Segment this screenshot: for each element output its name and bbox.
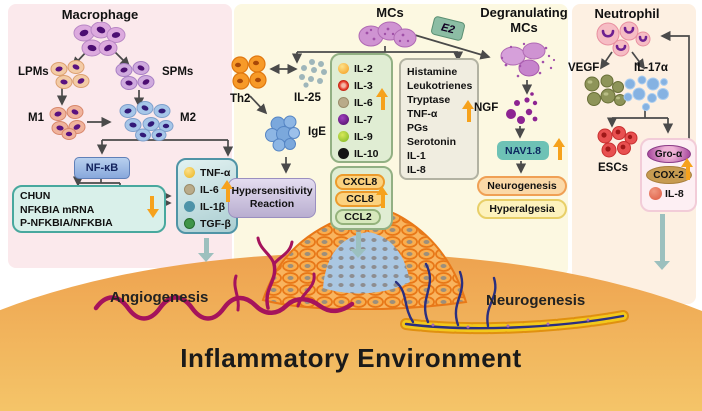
mcs-title: MCs [376,5,404,20]
neutrophil-cells-icon [596,21,651,57]
up-arrow-icon [553,138,566,162]
il17a-dots-icon [623,75,669,112]
neurogenesis-flow-label: Neurogenesis [486,292,586,309]
chun-nfkbia-box: CHUN NFKBIA mRNA P-NFKBIA/NFKBIA [12,185,166,233]
il3-dot-icon [338,80,349,91]
il2-dot-icon [338,63,349,74]
blood-vessel-illustration [93,236,355,321]
m1-cells-icon [49,105,86,140]
ngf-dots-icon [506,92,538,124]
il6-dot-icon [338,97,349,108]
ige-cells-icon [265,115,300,152]
m2-cells-icon [119,101,174,142]
il8-label: IL-8 [665,187,684,200]
degranulating-title-line2: MCs [510,20,538,35]
il7-label: IL-7 [354,113,373,126]
hyperalgesia-pill: Hyperalgesia [477,199,567,219]
nfkbia-mrna-line: NFKBIA mRNA [20,203,95,216]
tgfb-label: TGF-β [200,217,231,230]
cxcl8-pill: CXCL8 [335,173,385,190]
neurogenesis-pill: Neurogenesis [477,176,567,196]
th2-cells-icon [231,55,267,90]
mediator-il8: IL-8 [407,164,426,176]
angiogenesis-label: Angiogenesis [110,289,209,306]
lpm-cells-icon [50,60,90,89]
il9-dot-icon [338,131,349,142]
tnfa-dot-icon [184,167,195,178]
il25-label: IL-25 [294,92,321,104]
mediator-box: Histamine Leukotrienes Tryptase TNF-α PG… [399,58,479,180]
ngf-label: NGF [474,102,499,114]
il3-label: IL-3 [354,79,373,92]
up-arrow-icon [221,180,234,204]
chun-line: CHUN [20,190,51,202]
nfkb-box: NF-κB [74,157,130,179]
il10-dot-icon [338,148,349,159]
teal-down-arrow-icon [350,232,366,258]
il7-dot-icon [338,114,349,125]
il6-mc-label: IL-6 [354,96,373,109]
neutrophil-title: Neutrophil [594,6,660,21]
il9-label: IL-9 [354,130,373,143]
nerve-fiber-illustration [394,262,629,335]
il25-dots-icon [299,59,327,88]
gro-alpha-oval: Gro-α [646,145,691,163]
degranulating-title: Degranulating MCs [478,5,570,35]
mediator-tryptase: Tryptase [407,94,451,106]
ccl8-pill: CCL8 [335,191,385,207]
il8-dot-icon [649,187,662,200]
il10-label: IL-10 [354,147,379,160]
mediator-tnfa: TNF-α [407,108,438,120]
p-nfkbia-line: P-NFKBIA/NFKBIA [20,217,113,229]
interleukin-box: IL-2 IL-3 IL-6 IL-7 IL-9 IL-10 [330,53,393,163]
hypersensitivity-line2: Reaction [249,198,295,210]
il2-label: IL-2 [354,62,373,75]
il1b-dot-icon [184,201,195,212]
il6-label: IL-6 [200,183,219,196]
il1b-label: IL-1β [200,200,226,213]
cox2-oval: COX-2 [645,166,692,184]
il6-dot-icon [184,184,195,195]
mediator-leukotrienes: Leukotrienes [407,80,473,92]
degranulating-mast-cells-icon [500,42,556,78]
mediator-serotonin: Serotonin [407,136,456,148]
up-arrow-icon [376,186,389,210]
teal-down-arrow-icon [198,238,214,262]
nav18-box: NAV1.8 [497,141,549,160]
mediator-pgs: PGs [407,122,429,134]
degranulating-title-line1: Degranulating [480,5,568,20]
ige-label: IgE [308,126,326,138]
lpms-label: LPMs [18,66,49,78]
vegf-cells-icon [584,74,626,106]
ccl2-pill: CCL2 [335,208,381,225]
down-arrow-icon [146,194,159,218]
m2-label: M2 [180,112,196,124]
m1-label: M1 [28,112,44,124]
macrophage-title: Macrophage [61,7,139,22]
up-arrow-icon [681,158,694,182]
mediator-il1: IL-1 [407,150,426,162]
escs-label: ESCs [598,162,629,174]
hypersensitivity-box: Hypersensitivity Reaction [228,178,316,218]
esc-cells-icon [597,126,638,158]
inflammatory-environment-title: Inflammatory Environment [180,343,522,373]
macrophage-cells-icon [73,22,126,57]
hypersensitivity-line1: Hypersensitivity [231,185,313,197]
up-arrow-icon [462,100,475,124]
mast-cells-icon [358,21,417,48]
mediator-histamine: Histamine [407,66,458,78]
tnfa-label: TNF-α [200,166,231,179]
teal-down-arrow-icon [654,214,670,270]
spm-cells-icon [115,61,155,90]
spms-label: SPMs [162,66,194,78]
vegf-label: VEGF [568,62,600,74]
tgfb-dot-icon [184,218,195,229]
up-arrow-icon [376,88,389,112]
th2-label: Th2 [230,93,251,105]
